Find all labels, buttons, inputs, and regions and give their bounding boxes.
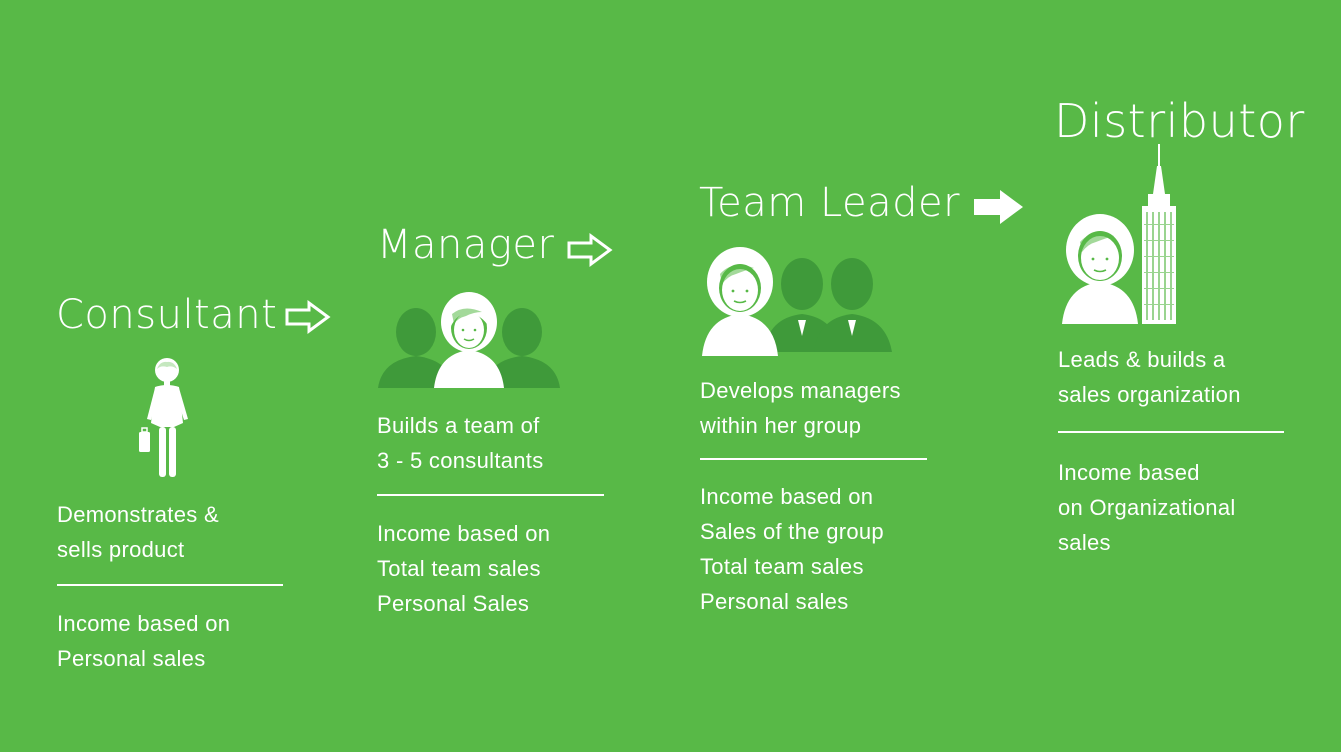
distributor-income: Income based on Organizational sales xyxy=(1058,455,1236,560)
team-leader-description: Develops managers within her group xyxy=(700,373,901,443)
income-line: Sales of the group xyxy=(700,519,884,544)
manager-description: Builds a team of 3 - 5 consultants xyxy=(377,408,544,478)
description-line: Demonstrates & xyxy=(57,502,219,527)
income-line: Personal sales xyxy=(700,589,849,614)
team-leader-title: Team Leader xyxy=(699,180,961,226)
income-line: Total team sales xyxy=(377,556,541,581)
consultant-divider xyxy=(57,584,283,586)
distributor-divider xyxy=(1058,431,1284,433)
distributor-description: Leads & builds a sales organization xyxy=(1058,342,1241,412)
leader-with-managers-icon xyxy=(702,247,892,356)
income-line: Personal sales xyxy=(57,646,206,671)
income-line: Income based xyxy=(1058,460,1200,485)
woman-with-briefcase-icon xyxy=(139,358,188,477)
income-line: Total team sales xyxy=(700,554,864,579)
team-leader-income: Income based on Sales of the group Total… xyxy=(700,479,884,619)
income-line: Income based on xyxy=(57,611,231,636)
income-line: Income based on xyxy=(377,521,551,546)
description-line: sells product xyxy=(57,537,185,562)
consultant-income: Income based on Personal sales xyxy=(57,606,230,676)
income-line: Income based on xyxy=(700,484,874,509)
description-line: Leads & builds a xyxy=(1058,347,1226,372)
team-leader-divider xyxy=(700,458,927,460)
description-line: Develops managers xyxy=(700,378,901,403)
description-line: 3 - 5 consultants xyxy=(377,448,544,473)
manager-title: Manager xyxy=(377,222,555,268)
arrow-right-outline-icon xyxy=(285,300,331,334)
manager-income: Income based on Total team sales Persona… xyxy=(377,516,550,621)
manager-divider xyxy=(377,494,604,496)
team-of-three-icon xyxy=(378,292,560,388)
consultant-description: Demonstrates & sells product xyxy=(57,497,219,567)
income-line: sales xyxy=(1058,530,1111,555)
income-line: Personal Sales xyxy=(377,591,530,616)
description-line: within her group xyxy=(700,413,862,438)
arrow-right-solid-icon xyxy=(974,190,1023,224)
woman-with-skyscraper-icon xyxy=(1062,144,1176,324)
consultant-title: Consultant xyxy=(56,292,278,338)
description-line: Builds a team of xyxy=(377,413,540,438)
description-line: sales organization xyxy=(1058,382,1241,407)
distributor-title: Distributor xyxy=(1054,94,1305,148)
arrow-right-outline-icon xyxy=(567,233,613,267)
income-line: on Organizational xyxy=(1058,495,1236,520)
